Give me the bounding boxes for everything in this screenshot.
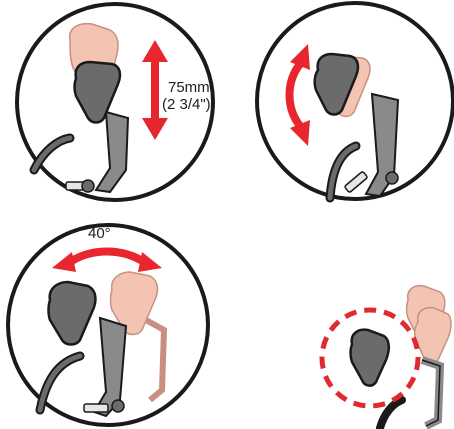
angle-adjust-panel: 40° — [8, 225, 208, 425]
pivot — [386, 172, 398, 184]
pivot — [112, 400, 124, 412]
depth-adjust-panel — [257, 3, 453, 199]
pivot — [82, 180, 94, 192]
height-adjust-panel: 75mm (2 3/4") — [17, 4, 213, 200]
chair-frame — [422, 360, 440, 426]
headrest — [351, 330, 389, 386]
travel-label-inch: (2 3/4") — [162, 96, 211, 113]
travel-label-mm: 75mm — [168, 79, 210, 96]
detail-callout-panel — [322, 286, 451, 428]
angle-label: 40° — [88, 225, 111, 242]
frame-rod — [84, 404, 108, 412]
headrest-ghost-2 — [415, 308, 451, 364]
